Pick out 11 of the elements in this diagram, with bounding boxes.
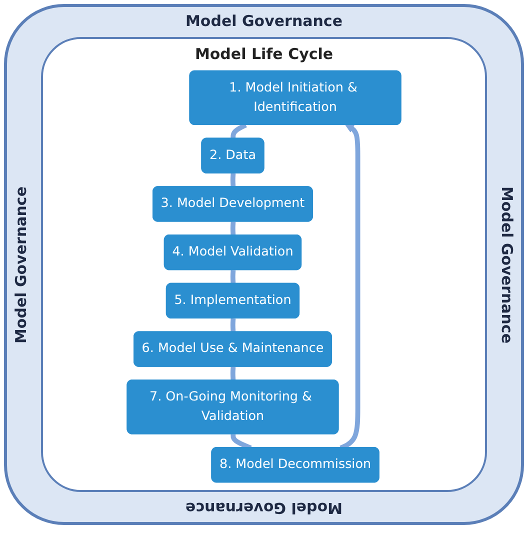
ring-label: Model Governance [12, 186, 30, 344]
connector [230, 220, 236, 237]
center-label: Model Life Cycle [194, 45, 334, 63]
ring-label: Model Governance [185, 499, 343, 517]
connector [230, 122, 247, 140]
ring-label: Model Governance [498, 186, 516, 344]
connector [230, 366, 236, 382]
connector [230, 268, 236, 286]
connector [230, 172, 236, 188]
ring-label: Model Governance [185, 12, 343, 30]
connector [230, 317, 236, 334]
